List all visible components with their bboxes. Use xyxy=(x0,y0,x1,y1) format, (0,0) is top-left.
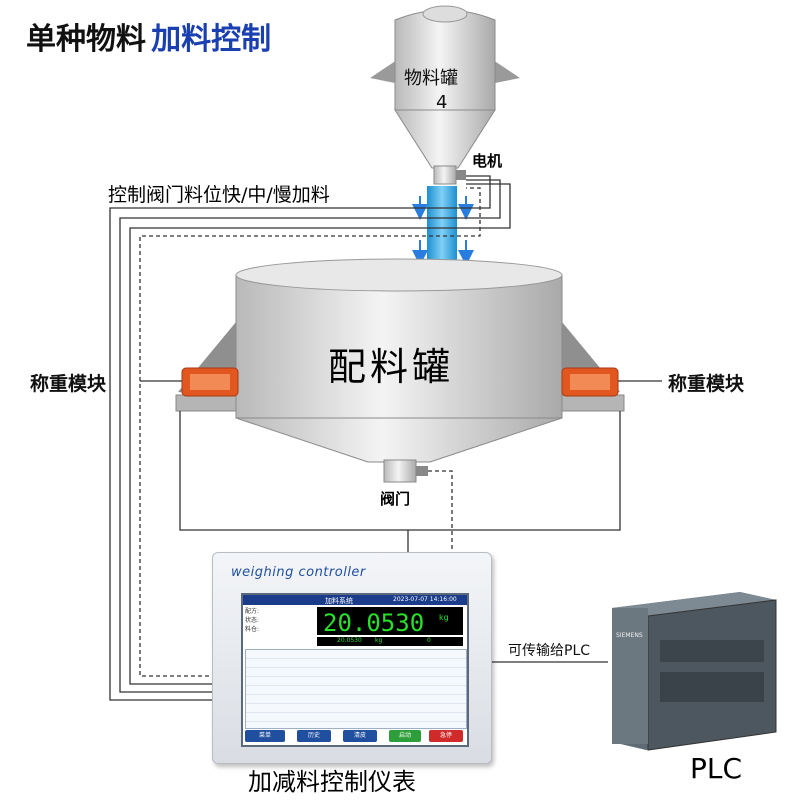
sub-weight-value: 20.0530 xyxy=(337,637,362,644)
hopper-tank-4 xyxy=(370,5,520,185)
load-cell-right xyxy=(561,367,619,397)
plc-device xyxy=(612,592,777,751)
plc-brand: SIEMENS xyxy=(616,632,643,639)
info-line: 料仓: xyxy=(245,626,260,633)
plc-label: PLC xyxy=(690,752,743,785)
sub-weight-display: 20.0530 kg 0 xyxy=(317,637,463,646)
plc-link-label: 可传输给PLC xyxy=(508,643,591,659)
motor-label: 电机 xyxy=(472,152,503,170)
load-cell-label-right: 称重模块 xyxy=(668,373,745,395)
load-cell-label-left: 称重模块 xyxy=(30,373,107,395)
screen-title: 加料系统 xyxy=(325,597,353,605)
wiring xyxy=(109,175,621,701)
weight-unit: kg xyxy=(439,613,449,622)
screen-datetime: 2023-07-07 14:16:00 xyxy=(393,596,457,603)
screen-table xyxy=(245,649,467,729)
title-part-1: 单种物料 xyxy=(26,22,146,57)
outlet-valve-label: 阀门 xyxy=(380,490,411,508)
weight-value: 20.0530 xyxy=(323,609,425,637)
weight-display: 20.0530 kg xyxy=(317,607,463,637)
weighing-controller: weighing controller 加料系统 2023-07-07 14:1… xyxy=(212,552,492,764)
screen-info: 配方: 状态: 料仓: xyxy=(245,607,315,634)
sub-right-value: 0 xyxy=(427,637,431,644)
valve-control-label: 控制阀门料位快/中/慢加料 xyxy=(106,180,332,207)
page-title: 单种物料 加料控制 xyxy=(26,14,271,58)
tank-label: 配料罐 xyxy=(328,345,455,389)
title-part-2: 加料控制 xyxy=(151,22,272,57)
sub-weight-unit: kg xyxy=(375,637,383,644)
load-cell-left xyxy=(181,367,239,397)
controller-screen: 加料系统 2023-07-07 14:16:00 配方: 状态: 料仓: 20.… xyxy=(241,593,469,747)
screen-button-bar: 菜单 历史 清皮 启动 急停 xyxy=(245,730,465,743)
history-button[interactable]: 历史 xyxy=(297,730,331,742)
emergency-stop-button[interactable]: 急停 xyxy=(429,730,463,742)
start-button[interactable]: 启动 xyxy=(389,730,421,742)
info-line: 状态: xyxy=(245,617,260,624)
controller-caption: 加减料控制仪表 xyxy=(248,768,416,796)
controller-brand: weighing controller xyxy=(231,565,366,580)
menu-button[interactable]: 菜单 xyxy=(245,730,285,742)
hopper-label-line1: 物料罐 xyxy=(404,68,458,89)
screen-header: 加料系统 2023-07-07 14:16:00 xyxy=(243,595,467,605)
flow-arrows xyxy=(412,196,474,266)
hopper-label-line2: 4 xyxy=(436,92,448,113)
tare-button[interactable]: 清皮 xyxy=(343,730,377,742)
info-line: 配方: xyxy=(245,608,260,615)
